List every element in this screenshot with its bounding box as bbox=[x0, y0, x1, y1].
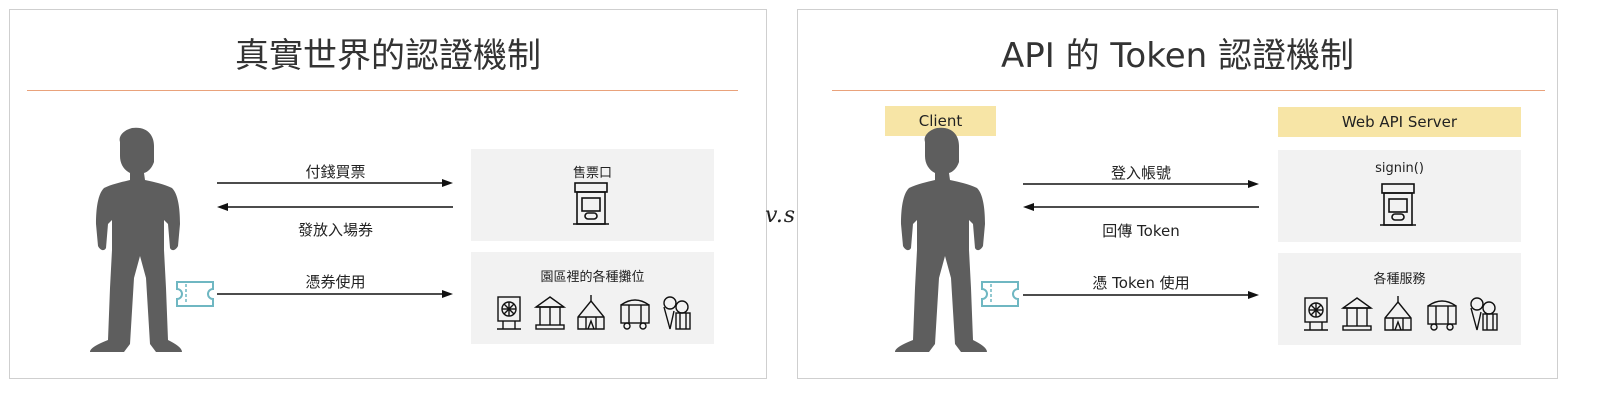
client-tag: Client bbox=[885, 106, 996, 136]
title-divider bbox=[27, 90, 738, 91]
use-token-label: 憑 Token 使用 bbox=[1092, 274, 1190, 292]
real-world-panel: 真實世界的認證機制 付錢買票 發放入場券 憑券使用 售票口 bbox=[9, 9, 767, 379]
person-silhouette-icon bbox=[895, 127, 987, 352]
ice-cream-icon bbox=[1470, 297, 1498, 331]
ticket-booth-box: 售票口 bbox=[471, 149, 714, 241]
panel-title: 真實世界的認證機制 bbox=[235, 36, 541, 76]
versus-label: v.s. bbox=[765, 203, 805, 228]
ticket-booth-icon bbox=[573, 182, 609, 225]
use-ticket-arrow bbox=[217, 290, 453, 298]
title-divider bbox=[832, 90, 1545, 91]
signin-label: signin() bbox=[1375, 161, 1424, 176]
api-token-panel: API 的 Token 認證機制 Client Web API Server 登… bbox=[797, 9, 1558, 379]
issue-ticket-label: 發放入場券 bbox=[297, 221, 373, 239]
ticket-booth-icon bbox=[1380, 183, 1416, 226]
return-token-arrow bbox=[1023, 203, 1259, 211]
server-tag: Web API Server bbox=[1278, 107, 1521, 137]
buy-ticket-arrow bbox=[217, 179, 453, 187]
panel-title: API 的 Token 認證機制 bbox=[1001, 36, 1354, 76]
login-label: 登入帳號 bbox=[1110, 164, 1171, 182]
food-cart-icon bbox=[1427, 300, 1457, 331]
signin-box: signin() bbox=[1278, 150, 1521, 242]
park-stalls-box: 園區裡的各種攤位 bbox=[471, 252, 714, 344]
ticket-icon bbox=[981, 281, 1019, 307]
services-label: 各種服務 bbox=[1373, 272, 1426, 287]
issue-ticket-arrow bbox=[217, 203, 453, 211]
person-silhouette-icon bbox=[90, 127, 182, 352]
services-box: 各種服務 bbox=[1278, 253, 1521, 345]
ferris-wheel-sign-icon bbox=[1304, 297, 1328, 331]
ice-cream-icon bbox=[663, 296, 691, 330]
ticket-booth-label: 售票口 bbox=[572, 166, 612, 181]
ticket-icon bbox=[176, 281, 214, 307]
use-token-arrow bbox=[1023, 291, 1259, 299]
return-token-label: 回傳 Token bbox=[1102, 222, 1180, 240]
carousel-icon bbox=[1340, 297, 1374, 331]
carousel-icon bbox=[533, 296, 567, 330]
park-stalls-label: 園區裡的各種攤位 bbox=[540, 270, 645, 285]
buy-ticket-label: 付錢買票 bbox=[305, 163, 366, 181]
food-cart-icon bbox=[620, 299, 650, 330]
use-ticket-label: 憑券使用 bbox=[305, 273, 366, 291]
ferris-wheel-sign-icon bbox=[497, 296, 521, 330]
circus-tent-icon bbox=[577, 295, 605, 330]
login-arrow bbox=[1023, 180, 1259, 188]
circus-tent-icon bbox=[1384, 296, 1412, 331]
